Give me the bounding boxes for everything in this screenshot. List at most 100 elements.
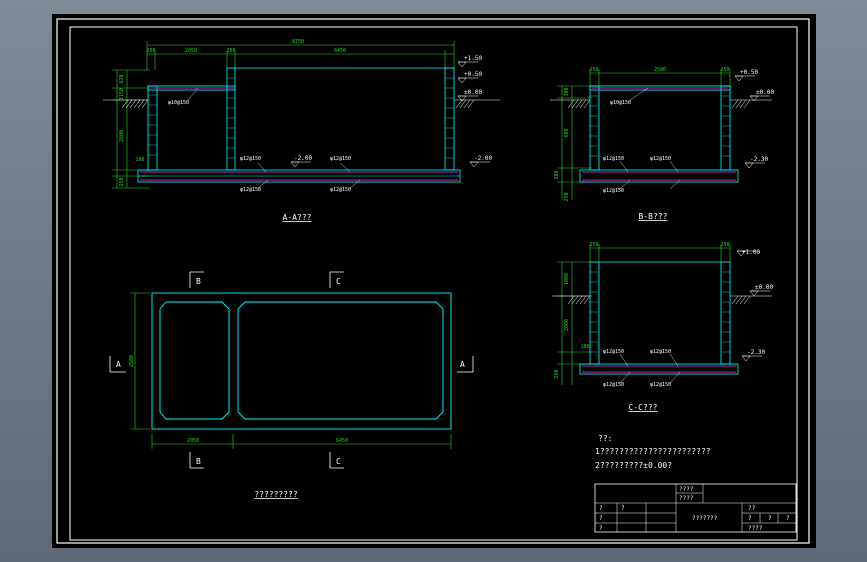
aa-level-zero: ±0.00 (464, 89, 482, 96)
cc-base-slab (579, 363, 739, 375)
section-bb: 250 2500 250 300 600 200 250 (550, 67, 774, 221)
aa-section-title: A-A??? (283, 213, 312, 222)
cc-rebar-lines (582, 365, 736, 373)
aa-vdim-1: 670 (119, 74, 125, 83)
cc-level-top: +1.00 (742, 249, 760, 256)
cc-top-dimension-lines (589, 244, 731, 262)
cc-rebar-3: φ12@150 (650, 349, 671, 355)
tb-cell-8: ? (786, 515, 790, 522)
cc-rebar-1: φ12@150 (603, 349, 624, 355)
aa-vdim-3: 2800 (119, 130, 125, 142)
drawing-sheet (52, 14, 816, 548)
aa-level-top: +1.50 (464, 55, 482, 62)
cc-vdim-1: 1000 (564, 273, 570, 285)
bb-level-top: +0.50 (740, 69, 758, 76)
plan-dim-right: 6450 (336, 438, 348, 444)
title-block-frame (594, 483, 797, 533)
bb-rebar-1: φ10@150 (610, 100, 631, 106)
inner-border (69, 26, 798, 541)
bb-level-zero: ±0.00 (756, 89, 774, 96)
bb-rebar-2: φ12@150 (603, 156, 624, 162)
aa-level-markers (290, 61, 490, 168)
section-aa: 8750 250 2050 250 6450 670 1150 2800 100… (103, 39, 500, 222)
aa-dim-total: 8750 (292, 39, 304, 45)
bb-rebar-lines (582, 87, 736, 181)
bb-vdim-3: 200 (554, 170, 560, 179)
cc-rebar-leaders (619, 353, 681, 384)
cc-vdim-2: 2000 (564, 319, 570, 331)
bb-rebar-4: φ12@150 (650, 156, 671, 162)
cc-vdim-3: 100 (580, 344, 589, 350)
bb-base-slab (579, 169, 739, 183)
aa-dim-right-span: 6450 (334, 48, 346, 54)
plan-marker-c-bottom: C (336, 457, 341, 466)
aa-ground-hatch (121, 99, 475, 109)
aa-vdim-5: 250 (119, 177, 125, 186)
cc-vdim-4: 250 (554, 369, 560, 378)
cc-level-bottom: -2.30 (747, 349, 765, 356)
aa-dim-left-span: 2050 (185, 48, 197, 54)
bb-vdim-1: 300 (564, 87, 570, 96)
plan-marker-b-bottom: B (196, 457, 201, 466)
plan-dimension-lines (130, 292, 452, 449)
cc-dim-right-wall: 250 (720, 242, 729, 248)
title-block: ???? ???? ??????? ?? ? ? ???? ? ? ? ? ? (594, 483, 797, 533)
aa-rebar-3: φ12@150 (240, 187, 261, 193)
aa-rebar-2: φ12@150 (240, 156, 261, 162)
aa-vdim-4: 100 (135, 157, 144, 163)
bb-dim-span: 2500 (654, 67, 666, 73)
cc-ground-hatch (567, 295, 751, 305)
notes-title: ??: (598, 434, 612, 443)
plan-marker-c-top: C (336, 277, 341, 286)
plan-view: 2050 6450 2500 B B C C A A ????????? (109, 271, 474, 499)
tb-cell-6: ? (768, 515, 772, 522)
cc-dim-left-wall: 250 (589, 242, 598, 248)
plan-left-chamber (159, 301, 230, 420)
bb-dim-right-wall: 250 (720, 67, 729, 73)
aa-level-mid: +0.50 (464, 71, 482, 78)
aa-vdim-2: 1150 (119, 88, 125, 100)
plan-right-chamber (237, 301, 444, 420)
cc-level-zero: ±0.00 (755, 284, 773, 291)
aa-rebar-5: φ12@150 (330, 187, 351, 193)
bb-level-bottom: -2.30 (750, 156, 768, 163)
cc-rebar-2: φ12@150 (603, 382, 624, 388)
aa-level-bottom-right: -2.00 (474, 155, 492, 162)
tb-cell-12: ? (621, 505, 625, 512)
bb-rebar-3: φ12@150 (603, 188, 624, 194)
tb-cell-4: ?? (748, 505, 756, 512)
bb-wall-coursing (590, 95, 730, 157)
bb-rebar-leaders (619, 87, 681, 190)
tb-cell-3: ??????? (692, 515, 718, 522)
aa-rebar-lines (140, 87, 458, 181)
bb-vdim-2: 600 (564, 128, 570, 137)
notes-line-1: 1??????????????????????? (595, 447, 711, 456)
bb-left-dimension-lines (557, 85, 592, 200)
plan-marker-a-left: A (116, 360, 121, 369)
tb-cell-9: ? (599, 505, 603, 512)
cc-section-title: C-C??? (629, 403, 658, 412)
section-cc: 250 250 1000 2000 100 250 (552, 242, 773, 412)
aa-dim-mid-wall: 250 (226, 48, 235, 54)
tb-cell-2: ???? (679, 495, 694, 502)
plan-title: ????????? (254, 490, 298, 499)
outer-border (56, 18, 810, 544)
tb-cell-10: ? (599, 515, 603, 522)
bb-dim-left-wall: 250 (589, 67, 598, 73)
bb-top-dimension-lines (589, 69, 731, 86)
bb-level-markers (734, 75, 770, 169)
general-notes: ??: 1??????????????????????? 2?????????±… (595, 434, 711, 470)
aa-rebar-4: φ12@150 (330, 156, 351, 162)
plan-outer-wall (151, 292, 452, 430)
cc-level-markers (736, 250, 770, 362)
plan-cut-markers (109, 271, 474, 469)
aa-left-roof (147, 85, 236, 91)
aa-dim-left-wall: 250 (146, 48, 155, 54)
notes-line-2: 2?????????±0.00? (595, 461, 672, 470)
aa-rebar-1: φ10@150 (168, 100, 189, 106)
plan-marker-b-top: B (196, 277, 201, 286)
plan-dim-left: 2050 (187, 438, 199, 444)
tb-cell-1: ???? (679, 486, 694, 493)
plan-marker-a-right: A (460, 360, 465, 369)
